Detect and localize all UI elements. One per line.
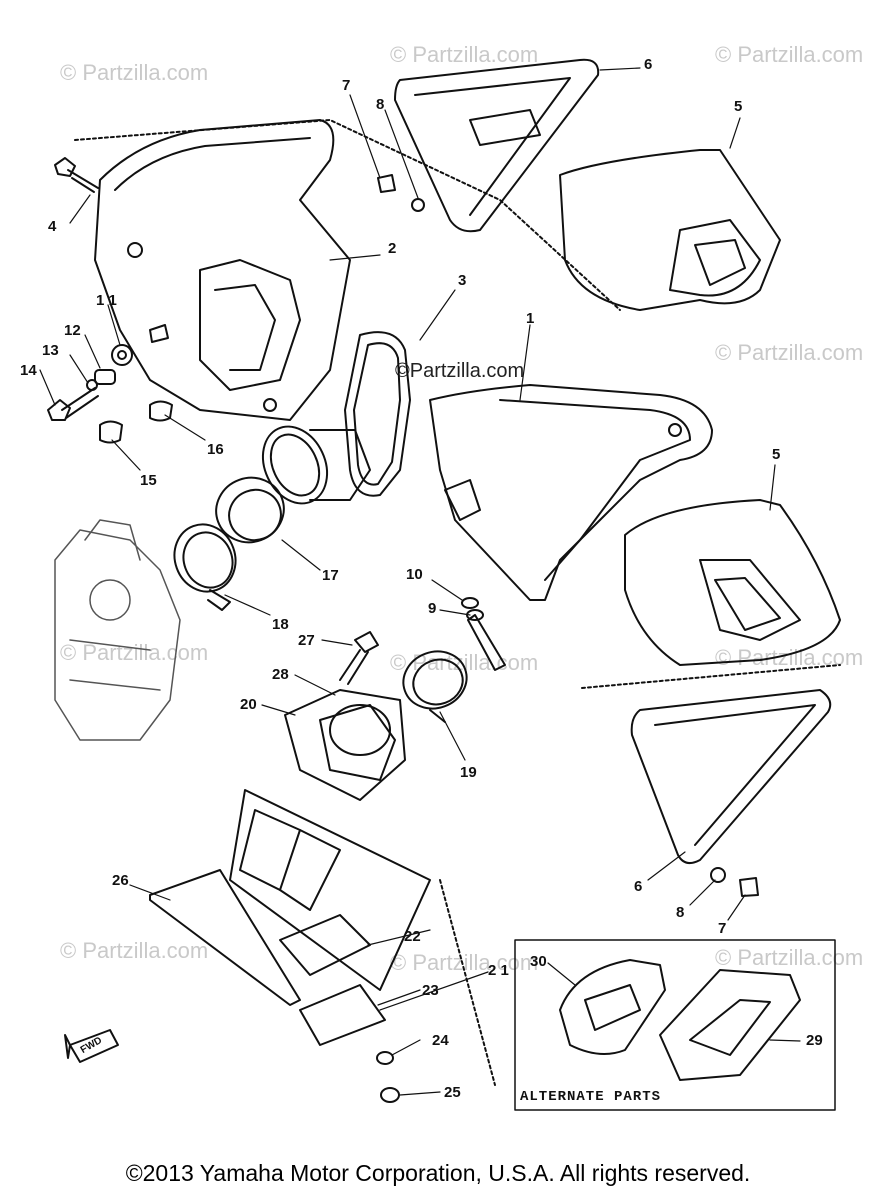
carburetor-part (54, 519, 181, 741)
part-label-25: 25 (444, 1084, 461, 1101)
part-label-1: 1 (526, 310, 535, 327)
air-filter-element-part (559, 149, 781, 311)
watermark: © Partzilla.com (715, 945, 864, 970)
part-label-8: 8 (376, 96, 385, 113)
watermark: © Partzilla.com (715, 340, 864, 365)
part-label-12: 12 (64, 322, 81, 339)
part-label-20: 20 (240, 696, 257, 713)
part-label-22: 22 (404, 928, 421, 945)
fwd-arrow-icon (64, 1029, 119, 1063)
alternate-parts-caption: ALTERNATE PARTS (520, 1089, 662, 1105)
carb-joint-part (215, 476, 285, 544)
part-label-7: 7 (342, 77, 351, 94)
part-label-19: 19 (460, 764, 477, 781)
part-label-29: 29 (806, 1032, 823, 1049)
fastener-parts (47, 324, 173, 444)
reed-valve-assembly-part (284, 689, 406, 801)
alternate-parts-box (514, 939, 836, 1111)
part-label-8b: 8 (676, 904, 685, 921)
part-label-10: 10 (406, 566, 423, 583)
part-label-9: 9 (428, 600, 437, 617)
center-watermark: ©Partzilla.com (395, 360, 525, 382)
watermark: © Partzilla.com (60, 938, 209, 963)
clamp-part-19 (402, 650, 468, 723)
copyright-footer: ©2013 Yamaha Motor Corporation, U.S.A. A… (125, 1160, 751, 1186)
filter-bracket-part-lower (581, 664, 841, 865)
screw-part (339, 631, 379, 685)
collar-part (461, 597, 506, 671)
part-label-11: 1 1 (96, 292, 117, 309)
part-label-14: 14 (20, 362, 37, 379)
watermark: © Partzilla.com (390, 950, 539, 975)
part-label-21: 2 1 (488, 962, 509, 979)
air-box-part (429, 384, 713, 601)
air-filter-element-part-lower (624, 499, 841, 666)
part-label-17: 17 (322, 567, 339, 584)
leader-lines (39, 67, 801, 1096)
part-label-7b: 7 (718, 920, 727, 937)
nut-washer-parts (377, 174, 759, 897)
part-label-6: 6 (644, 56, 653, 73)
part-label-27: 27 (298, 632, 315, 649)
part-label-28: 28 (272, 666, 289, 683)
part-label-3: 3 (458, 272, 467, 289)
air-box-cover-part (74, 119, 621, 421)
part-label-30: 30 (530, 953, 547, 970)
watermark: © Partzilla.com (390, 42, 539, 67)
reed-petals-parts (279, 879, 496, 1103)
part-label-15: 15 (140, 472, 157, 489)
watermark: © Partzilla.com (60, 640, 209, 665)
filter-bracket-part (394, 58, 600, 233)
part-label-5: 5 (734, 98, 743, 115)
part-label-6b: 6 (634, 878, 643, 895)
reed-plate-part (149, 789, 431, 1006)
part-label-4: 4 (48, 218, 57, 235)
watermark: © Partzilla.com (60, 60, 209, 85)
clamp-part (173, 523, 237, 611)
part-label-2: 2 (388, 240, 397, 257)
bolt-part (54, 157, 99, 193)
part-label-5b: 5 (772, 446, 781, 463)
joint-part (261, 425, 371, 505)
watermark: © Partzilla.com (390, 650, 539, 675)
part-label-16: 16 (207, 441, 224, 458)
part-label-26: 26 (112, 872, 129, 889)
watermark: © Partzilla.com (715, 42, 864, 67)
part-label-23: 23 (422, 982, 439, 999)
part-label-24: 24 (432, 1032, 449, 1049)
air-box-gasket-part (344, 331, 411, 497)
part-label-18: 18 (272, 616, 289, 633)
part-label-13: 13 (42, 342, 59, 359)
